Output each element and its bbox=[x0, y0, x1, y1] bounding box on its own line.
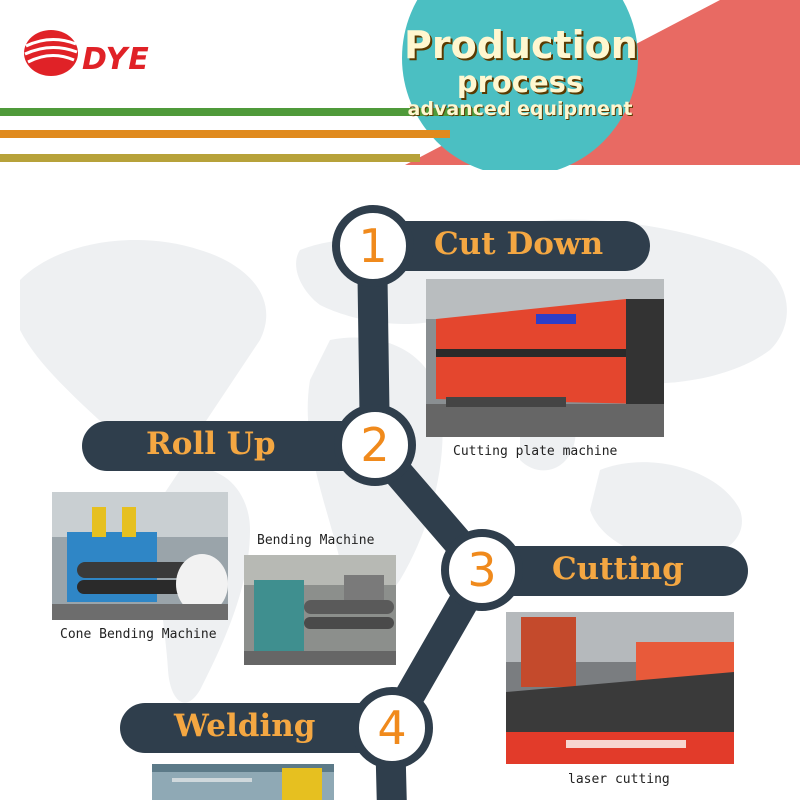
step-1-label: Cut Down bbox=[434, 226, 604, 262]
step-4-label: Welding bbox=[174, 708, 316, 744]
step-3-label: Cutting bbox=[552, 551, 684, 587]
step-1-banner bbox=[400, 221, 650, 271]
laser-cutting-caption: laser cutting bbox=[568, 772, 670, 787]
step-1-number: 1 bbox=[358, 219, 388, 273]
bending-machine-photo bbox=[244, 555, 396, 665]
header-stripe-olive bbox=[0, 154, 420, 162]
step-3-number: 3 bbox=[467, 543, 497, 597]
step-4-number: 4 bbox=[377, 701, 407, 755]
step-4-banner bbox=[120, 703, 370, 753]
header-stripe-orange bbox=[0, 130, 450, 138]
step-2-banner bbox=[82, 421, 352, 471]
step-2-label: Roll Up bbox=[146, 426, 276, 462]
brand-logo-text: DYE bbox=[82, 42, 150, 77]
title-line-process: process bbox=[456, 65, 584, 99]
header-banner bbox=[402, 0, 800, 170]
title-line-advanced-equipment: advanced equipment bbox=[407, 98, 633, 120]
cone-bending-machine-photo bbox=[52, 492, 228, 620]
header-title: Production process advanced equipment bbox=[404, 23, 638, 120]
cone-bending-caption: Cone Bending Machine bbox=[60, 627, 217, 642]
welding-photo bbox=[152, 764, 334, 800]
cutting-plate-machine-photo bbox=[426, 279, 664, 437]
title-line-production: Production bbox=[404, 23, 638, 67]
header-stripe-green bbox=[0, 108, 480, 116]
step-3-number-badge: 3 bbox=[441, 529, 523, 611]
laser-cutting-photo bbox=[506, 612, 734, 764]
bending-machine-caption: Bending Machine bbox=[257, 533, 375, 548]
logo-icon bbox=[24, 30, 78, 76]
step-2-number-badge: 2 bbox=[334, 404, 416, 486]
step-1-number-badge: 1 bbox=[332, 205, 414, 287]
step-2-number: 2 bbox=[360, 418, 390, 472]
step-4-number-badge: 4 bbox=[351, 687, 433, 769]
cutting-plate-caption: Cutting plate machine bbox=[453, 444, 618, 459]
step-3-banner bbox=[500, 546, 748, 596]
